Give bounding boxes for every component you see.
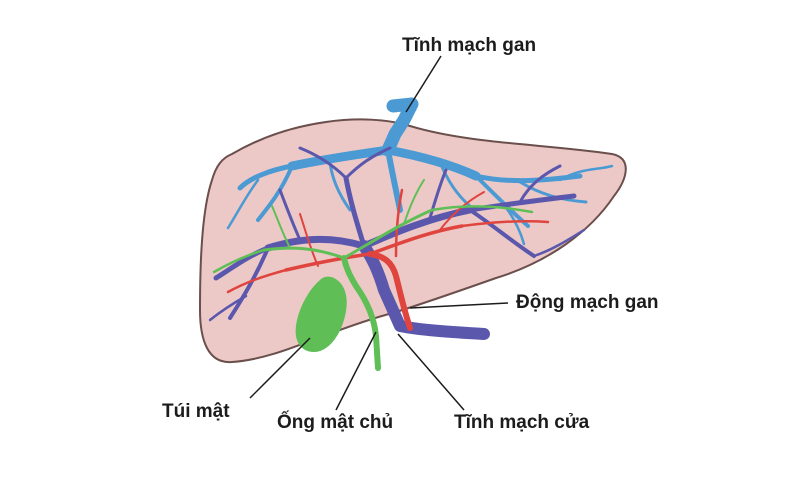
hepatic-artery-tree bbox=[226, 188, 550, 331]
label-common-bile-duct: Ống mật chủ bbox=[277, 412, 394, 433]
portal-vein-tree bbox=[208, 146, 586, 340]
leader-line-hepatic-artery bbox=[409, 302, 509, 309]
leader-lines bbox=[249, 55, 509, 411]
gallbladder bbox=[295, 276, 347, 352]
leader-line-hepatic-vein bbox=[405, 55, 442, 113]
label-hepatic-artery: Động mạch gan bbox=[516, 292, 659, 313]
leader-line-gallbladder bbox=[249, 337, 311, 399]
leader-line-portal-vein bbox=[397, 333, 465, 411]
leader-line-bile-duct bbox=[335, 331, 377, 411]
label-hepatic-vein: Tĩnh mạch gan bbox=[402, 35, 537, 56]
label-portal-vein: Tĩnh mạch cửa bbox=[454, 412, 590, 433]
bile-duct-tree bbox=[212, 179, 534, 371]
label-gallbladder: Túi mật bbox=[162, 401, 230, 422]
